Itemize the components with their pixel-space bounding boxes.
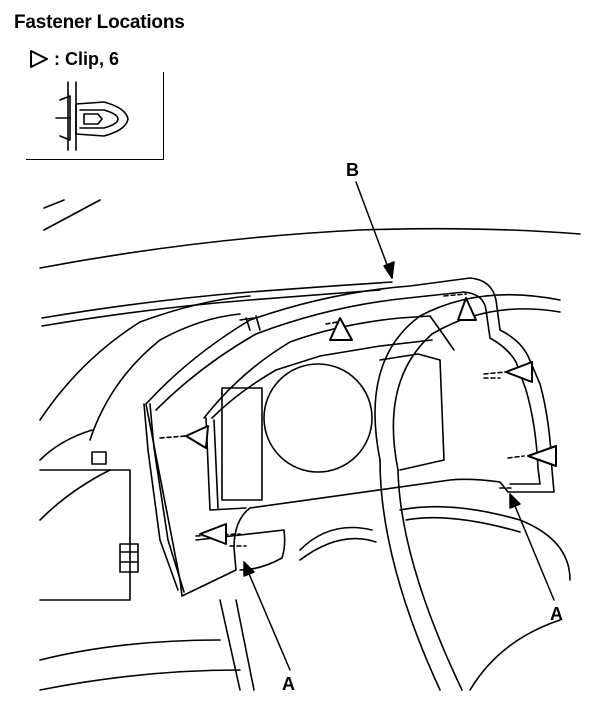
leader-b xyxy=(355,181,393,279)
clip-marker-5 xyxy=(505,361,533,383)
leader-a-right xyxy=(509,493,555,601)
clip-marker-6 xyxy=(527,445,557,467)
legend: : Clip, 6 xyxy=(28,48,119,70)
clip-triangle-icon xyxy=(28,48,50,70)
callout-a-left: A xyxy=(282,674,295,694)
clip-marker-2 xyxy=(199,523,227,545)
clip-detail-drawing xyxy=(55,81,129,151)
legend-label: : Clip, 6 xyxy=(54,48,120,69)
clip-marker-3 xyxy=(329,317,353,341)
leader-a-left xyxy=(243,561,291,671)
clip-marker-4 xyxy=(457,297,477,321)
dashboard-outline xyxy=(39,199,581,691)
callout-b: B xyxy=(346,160,359,180)
page-title: Fastener Locations xyxy=(14,12,185,33)
clip-marker-1 xyxy=(185,425,209,449)
steering-wheel xyxy=(299,293,571,691)
clip-detail-inset xyxy=(26,72,164,160)
meter-panel-trim xyxy=(143,277,555,597)
hidden-clip-lines xyxy=(159,293,525,547)
leader-lines xyxy=(243,181,555,671)
clip-markers xyxy=(185,297,557,545)
callout-a-right: A xyxy=(550,604,563,624)
